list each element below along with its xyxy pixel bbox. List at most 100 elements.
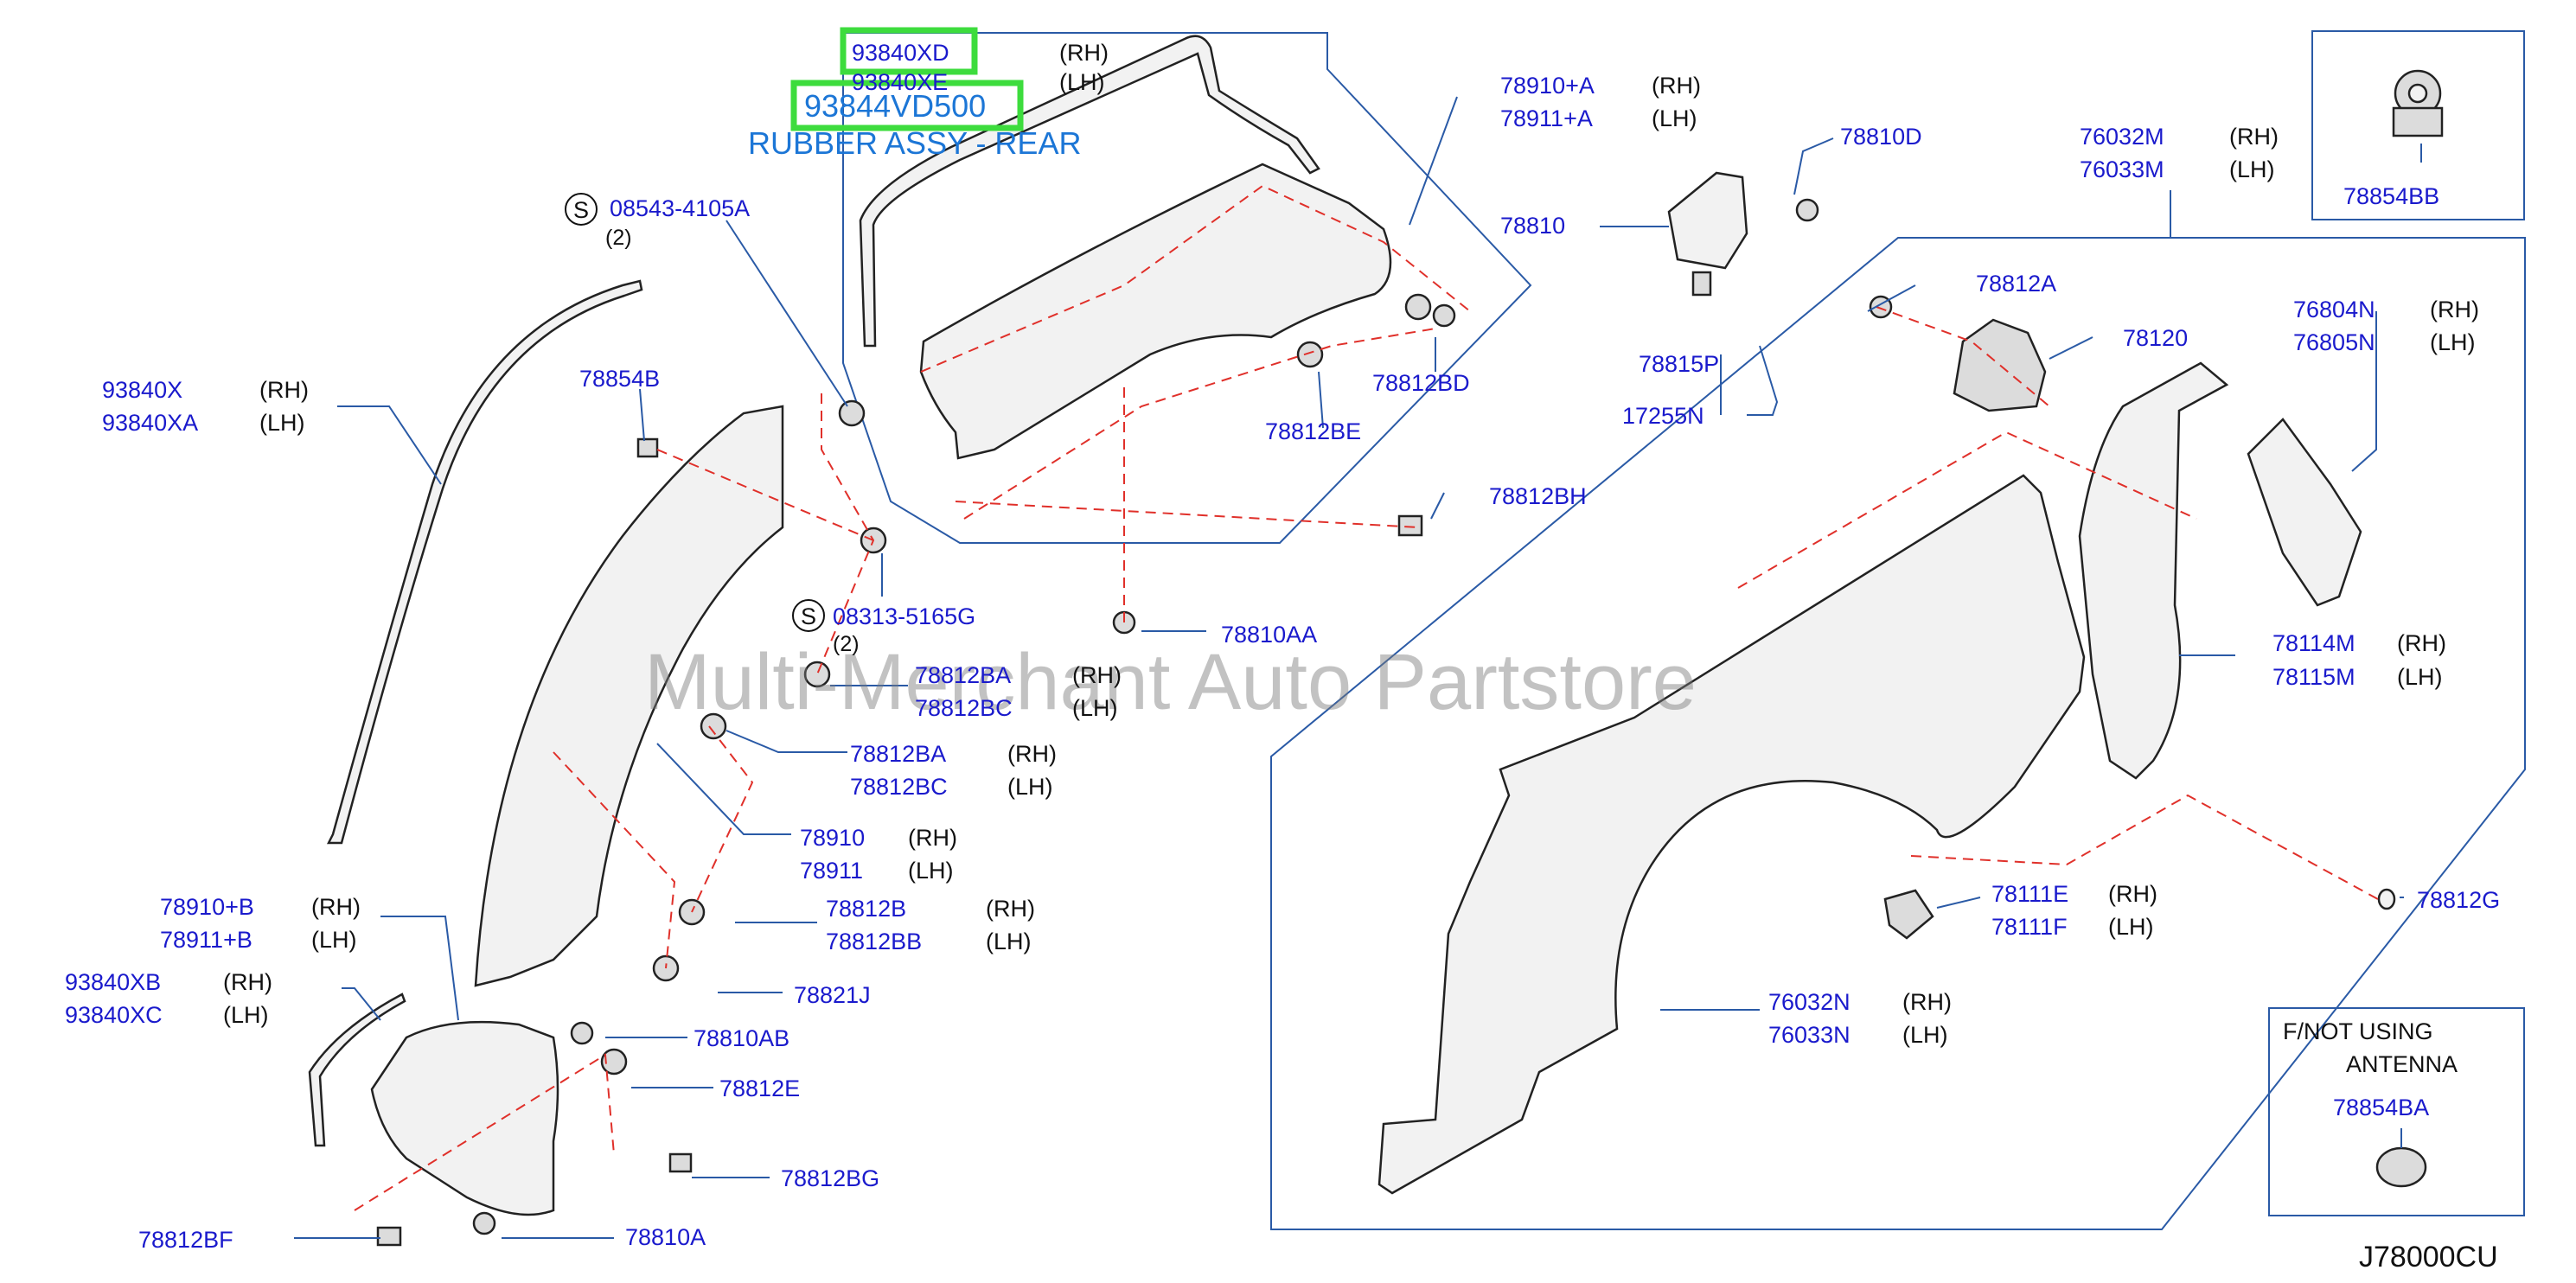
part-label-08543[interactable]: 08543-4105A [610, 195, 750, 221]
highlighted-part-number[interactable]: 93844VD500 [804, 88, 986, 124]
part-number[interactable]: 93840XA [102, 410, 198, 436]
part-number[interactable]: 78910 [800, 825, 865, 851]
part-number[interactable]: 93840XB [65, 969, 161, 995]
part-number[interactable]: 78812E [719, 1076, 800, 1101]
part-number[interactable]: 78810AB [694, 1025, 789, 1051]
part-number[interactable]: 08543-4105A [610, 195, 750, 221]
part-number[interactable]: 78120 [2123, 325, 2188, 351]
part-label-78812bc1[interactable]: 78812BC(LH) [915, 695, 1118, 721]
part-number[interactable]: 78810 [1500, 213, 1565, 239]
part-number[interactable]: 78911 [800, 858, 863, 884]
part-label-78111e[interactable]: 78111E(RH) [1991, 881, 2157, 907]
part-number[interactable]: 78911+B [160, 927, 252, 953]
part-label-76032m[interactable]: 76032M(RH) [2080, 124, 2279, 150]
part-number[interactable]: 76033M [2080, 156, 2164, 182]
part-label-78812bb[interactable]: 78812BB(LH) [826, 929, 1032, 954]
part-label-78810d[interactable]: 78810D [1840, 124, 1922, 150]
part-label-78911b[interactable]: 78911+B(LH) [160, 927, 357, 953]
part-label-78854ba[interactable]: 78854BA [2333, 1095, 2429, 1120]
part-number[interactable]: 78854B [579, 366, 660, 392]
part-number[interactable]: 08313-5165G [833, 603, 975, 629]
part-label-78812bh[interactable]: 78812BH [1489, 483, 1587, 509]
part-number[interactable]: 76032N [1768, 989, 1851, 1015]
part-label-78812bf[interactable]: 78812BF [138, 1227, 233, 1253]
part-number[interactable]: 78114M [2272, 630, 2355, 656]
part-label-78810ab[interactable]: 78810AB [694, 1025, 789, 1051]
part-label-78910a[interactable]: 78910+A(RH) [1500, 73, 1701, 99]
part-label-78854bb[interactable]: 78854BB [2343, 183, 2439, 209]
part-label-76804n[interactable]: 76804N(RH) [2293, 297, 2479, 322]
part-number[interactable]: 93840XC [65, 1002, 163, 1028]
part-number[interactable]: 78812BD [1372, 370, 1470, 396]
part-number[interactable]: 76804N [2293, 297, 2375, 322]
part-number[interactable]: 78815P [1639, 351, 1719, 377]
part-label-78812b[interactable]: 78812B(RH) [826, 896, 1035, 922]
part-label-78812bc2[interactable]: 78812BC(LH) [850, 774, 1053, 800]
part-number[interactable]: 78812A [1976, 271, 2056, 297]
part-number[interactable]: 78821J [794, 982, 871, 1008]
part-label-93840xe[interactable]: 93840XE(LH) [852, 69, 1105, 95]
part-label-78821j[interactable]: 78821J [794, 982, 871, 1008]
part-label-08313[interactable]: 08313-5165G [833, 603, 975, 629]
part-label-78910[interactable]: 78910(RH) [800, 825, 957, 851]
part-label-93840xd[interactable]: 93840XD(RH) [852, 40, 1109, 66]
part-label-78812ba1[interactable]: 78812BA(RH) [915, 662, 1122, 688]
part-number[interactable]: 78810AA [1221, 622, 1317, 648]
part-label-78812bd[interactable]: 78812BD [1372, 370, 1470, 396]
part-number[interactable]: 78910+B [160, 894, 254, 920]
part-number[interactable]: 17255N [1622, 403, 1704, 429]
part-label-78111f[interactable]: 78111F(LH) [1991, 914, 2154, 940]
part-number[interactable]: 78810D [1840, 124, 1922, 150]
part-label-76033m[interactable]: 76033M(LH) [2080, 156, 2275, 182]
part-number[interactable]: 78812BH [1489, 483, 1587, 509]
part-label-78812bg[interactable]: 78812BG [781, 1165, 879, 1191]
part-number[interactable]: 76805N [2293, 329, 2375, 355]
part-label-78120[interactable]: 78120 [2123, 325, 2188, 351]
part-number[interactable]: 76033N [1768, 1022, 1851, 1048]
part-number[interactable]: 78115M [2272, 664, 2355, 690]
part-label-78812g[interactable]: 78812G [2417, 887, 2500, 913]
part-number[interactable]: 78812BE [1265, 418, 1361, 444]
part-number[interactable]: 78812BG [781, 1165, 879, 1191]
part-label-78854b[interactable]: 78854B [579, 366, 660, 392]
part-number[interactable]: 78812BA [850, 741, 946, 767]
part-label-78911[interactable]: 78911(LH) [800, 858, 954, 884]
part-number[interactable]: 93840X [102, 377, 182, 403]
part-label-78114m[interactable]: 78114M(RH) [2272, 630, 2446, 656]
part-number[interactable]: 78812BC [915, 695, 1013, 721]
part-label-93840x[interactable]: 93840X(RH) [102, 377, 309, 403]
part-label-93840xc[interactable]: 93840XC(LH) [65, 1002, 269, 1028]
part-number[interactable]: 78854BA [2333, 1095, 2429, 1120]
part-number[interactable]: 78111E [1991, 881, 2068, 907]
part-label-17255n[interactable]: 17255N [1622, 403, 1704, 429]
part-number[interactable]: 76032M [2080, 124, 2164, 150]
part-number[interactable]: 78812BC [850, 774, 948, 800]
part-label-76033n[interactable]: 76033N(LH) [1768, 1022, 1948, 1048]
part-number[interactable]: 93840XD [852, 40, 949, 66]
part-number[interactable]: 78111F [1991, 914, 2068, 940]
part-label-78812a[interactable]: 78812A [1976, 271, 2056, 297]
part-number[interactable]: 78810A [625, 1224, 706, 1250]
part-label-78810[interactable]: 78810 [1500, 213, 1565, 239]
part-number[interactable]: 78854BB [2343, 183, 2439, 209]
part-number[interactable]: 78812BB [826, 929, 922, 954]
part-number[interactable]: 78812BF [138, 1227, 233, 1253]
part-label-78810aa[interactable]: 78810AA [1221, 622, 1317, 648]
part-label-78812be[interactable]: 78812BE [1265, 418, 1361, 444]
part-number[interactable]: 93840XE [852, 69, 948, 95]
part-label-93840xb[interactable]: 93840XB(RH) [65, 969, 272, 995]
part-number[interactable]: 78812B [826, 896, 906, 922]
part-number[interactable]: 78812BA [915, 662, 1011, 688]
part-label-78812ba2[interactable]: 78812BA(RH) [850, 741, 1057, 767]
part-number[interactable]: 78910+A [1500, 73, 1595, 99]
part-label-78115m[interactable]: 78115M(LH) [2272, 664, 2443, 690]
part-label-78815p[interactable]: 78815P [1639, 351, 1719, 377]
part-label-93840xa[interactable]: 93840XA(LH) [102, 410, 305, 436]
part-label-78812e[interactable]: 78812E [719, 1076, 800, 1101]
part-label-78910b[interactable]: 78910+B(RH) [160, 894, 361, 920]
part-label-76032n[interactable]: 76032N(RH) [1768, 989, 1952, 1015]
part-number[interactable]: 78812G [2417, 887, 2500, 913]
part-number[interactable]: 78911+A [1500, 105, 1593, 131]
part-label-78810a[interactable]: 78810A [625, 1224, 706, 1250]
part-label-78911a[interactable]: 78911+A(LH) [1500, 105, 1697, 131]
